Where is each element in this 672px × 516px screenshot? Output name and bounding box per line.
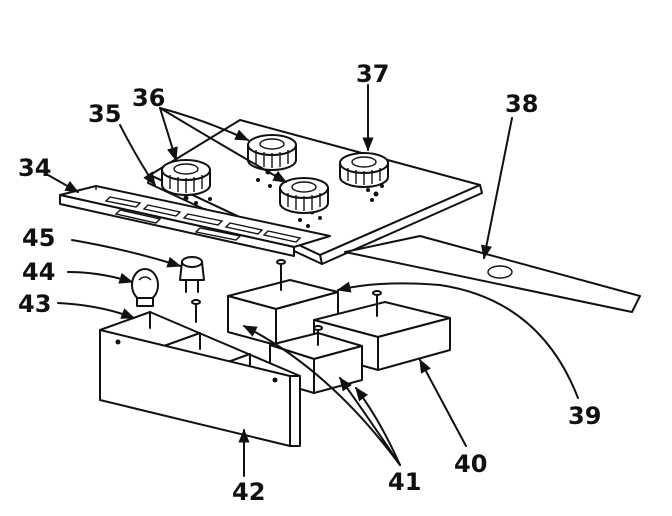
label-38: 38 xyxy=(505,90,538,118)
label-45: 45 xyxy=(22,224,55,252)
label-40: 40 xyxy=(454,450,487,478)
label-43: 43 xyxy=(18,290,51,318)
label-35: 35 xyxy=(88,100,121,128)
part-labels: 34 35 36 37 38 39 40 41 42 43 44 45 xyxy=(18,60,601,506)
knob-front-left xyxy=(161,159,211,196)
label-42: 42 xyxy=(232,478,265,506)
label-41: 41 xyxy=(388,468,421,496)
lamp-socket xyxy=(179,256,205,293)
front-trim-strip xyxy=(59,185,331,257)
label-39: 39 xyxy=(568,402,601,430)
leader-lines xyxy=(47,84,579,477)
divided-tray xyxy=(99,299,301,447)
label-37: 37 xyxy=(356,60,389,88)
knob-rear-right xyxy=(339,152,389,188)
label-34: 34 xyxy=(18,154,51,182)
label-44: 44 xyxy=(22,258,55,286)
label-36: 36 xyxy=(132,84,165,112)
flat-strip xyxy=(344,235,641,313)
knob-front-right xyxy=(279,177,329,214)
light-bulb xyxy=(131,268,159,307)
knob-rear-left xyxy=(247,134,297,171)
